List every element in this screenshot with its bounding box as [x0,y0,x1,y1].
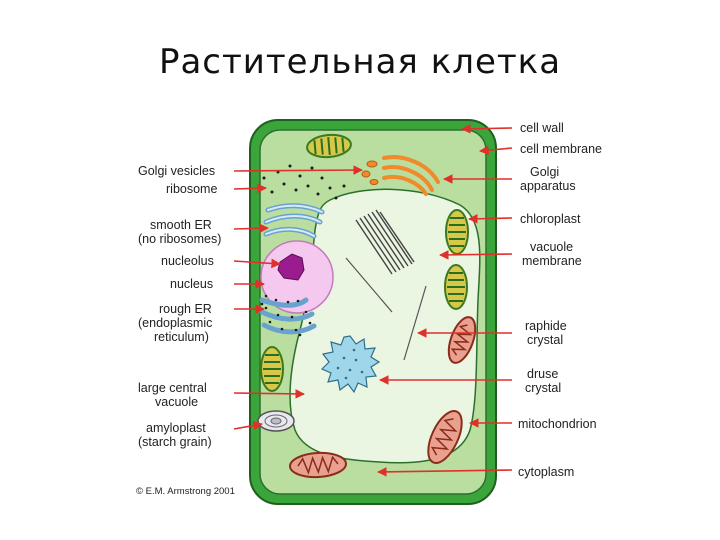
chloroplast-right-1 [445,209,469,255]
arrows-left [233,165,363,431]
label-nucleolus: nucleolus [161,254,214,268]
label-rough-er: rough ER [159,302,212,316]
label-vacuole-membrane: membrane [522,254,582,268]
label-rough-er-note-2: reticulum) [154,330,209,344]
raphide-bundle [355,209,415,275]
slide-title: Растительная клетка [158,42,562,82]
label-vacuole-right: vacuole [530,240,574,254]
label-starch-grain: (starch grain) [138,435,212,449]
label-vacuole-left: vacuole [155,395,199,409]
raphide-single [345,257,427,361]
label-druse-crystal: crystal [525,381,562,395]
label-golgi-apparatus: apparatus [520,179,576,193]
label-chloroplast: chloroplast [520,212,581,226]
label-mitochondrion: mitochondrion [518,417,597,431]
mitochondrion-bottom [289,451,347,479]
chloroplast-left [260,346,284,392]
label-rough-er-note-1: (endoplasmic [138,316,213,330]
label-smooth-er-note: (no ribosomes) [138,232,222,246]
label-amyloplast: amyloplast [146,421,206,435]
copyright-note: © E.M. Armstrong 2001 [136,486,235,497]
chloroplast-top [306,133,352,159]
arrows-right [377,124,513,477]
label-raphide-crystal: crystal [527,333,564,347]
label-nucleus: nucleus [170,277,214,291]
label-raphide: raphide [525,319,567,333]
label-cell-wall: cell wall [520,121,564,135]
mitochondrion-right-upper [447,316,477,364]
mitochondrion-right-lower [427,410,463,464]
ribosomes [262,164,346,200]
label-cell-membrane: cell membrane [520,142,602,156]
nucleolus-shape [277,253,305,281]
golgi-vesicles [361,160,379,185]
amyloplast-shape [257,410,295,432]
label-golgi-vesicles: Golgi vesicles [138,164,216,178]
label-golgi: Golgi [530,165,560,179]
druse-crystal-shape [320,335,381,394]
label-druse: druse [527,367,559,381]
golgi-apparatus-shape [382,155,440,196]
label-cytoplasm: cytoplasm [518,465,575,479]
chloroplast-right-2 [444,264,468,310]
label-ribosome: ribosome [166,182,218,196]
label-smooth-er: smooth ER [150,218,212,232]
label-large-central: large central [138,381,207,395]
rough-er-shape [259,297,317,335]
